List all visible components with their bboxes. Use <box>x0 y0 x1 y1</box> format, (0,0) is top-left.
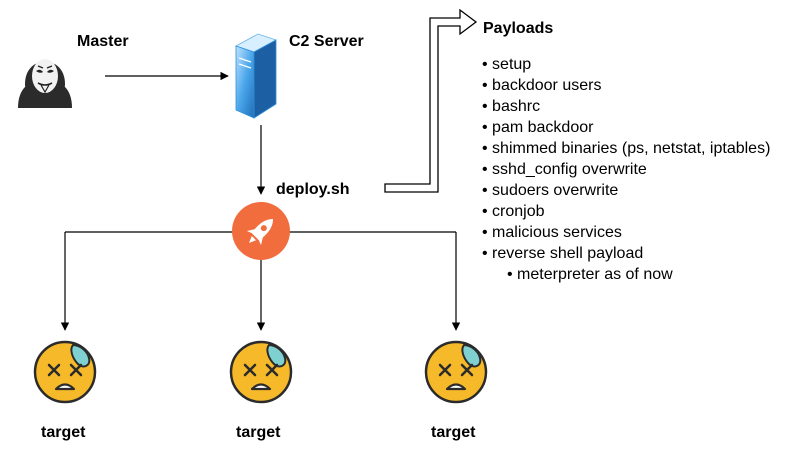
payload-subitem: meterpreter as of now <box>482 264 770 285</box>
target-label: target <box>41 424 86 441</box>
payload-item: backdoor users <box>482 75 770 96</box>
payload-list: setup backdoor users bashrc pam backdoor… <box>482 54 770 285</box>
target-label: target <box>236 424 281 441</box>
payloads-title: Payloads <box>483 20 554 37</box>
dizzy-face-icon <box>424 340 488 404</box>
payload-item: sudoers overwrite <box>482 180 770 201</box>
payload-item: bashrc <box>482 96 770 117</box>
server-icon <box>235 33 277 119</box>
payload-item: pam backdoor <box>482 117 770 138</box>
payload-item: shimmed binaries (ps, netstat, iptables) <box>482 138 770 159</box>
payload-item: setup <box>482 54 770 75</box>
rocket-icon <box>232 202 290 260</box>
dizzy-face-icon <box>229 340 293 404</box>
payload-item: sshd_config overwrite <box>482 159 770 180</box>
payloads-arrow <box>384 8 478 193</box>
payload-item: reverse shell payload <box>482 243 770 264</box>
target-label: target <box>431 424 476 441</box>
payload-item: cronjob <box>482 201 770 222</box>
payload-item: malicious services <box>482 222 770 243</box>
hacker-icon <box>18 59 72 108</box>
deploy-label: deploy.sh <box>276 181 350 198</box>
master-label: Master <box>77 33 129 50</box>
dizzy-face-icon <box>33 340 97 404</box>
c2-server-label: C2 Server <box>289 33 364 50</box>
